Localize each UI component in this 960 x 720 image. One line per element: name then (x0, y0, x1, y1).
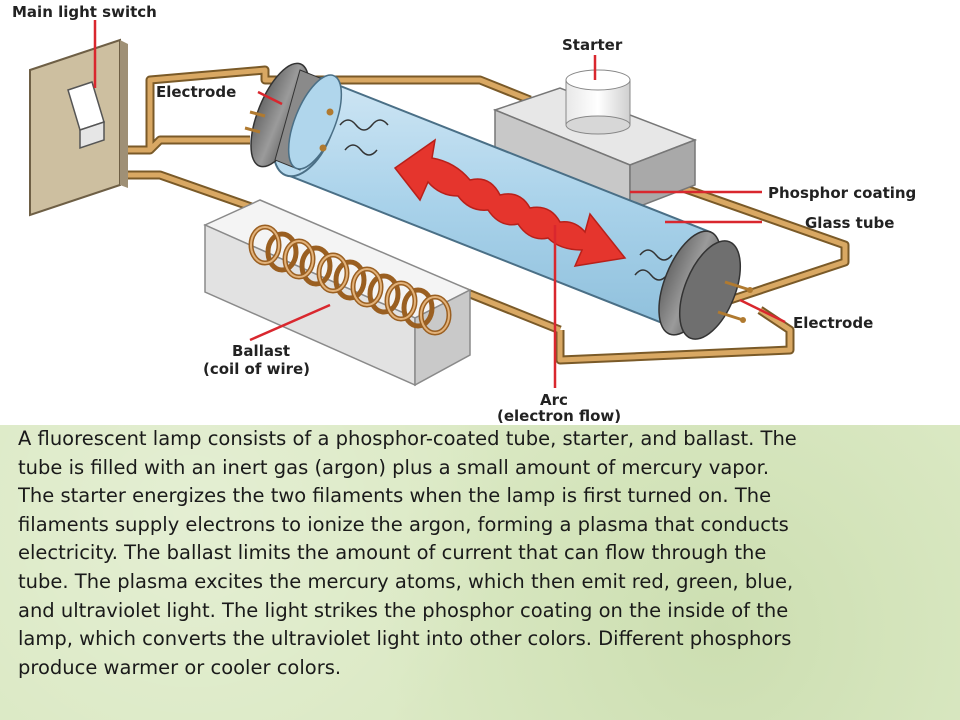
glass-tube-label: Glass tube (805, 214, 894, 232)
caption-line: produce warmer or cooler colors. (18, 655, 342, 679)
phosphor-coating-label: Phosphor coating (768, 184, 916, 202)
caption-line: tube is filled with an inert gas (argon)… (18, 455, 770, 479)
ballast-label: Ballast (232, 342, 290, 360)
electrode-right (658, 230, 753, 340)
caption-line: electricity. The ballast limits the amou… (18, 541, 767, 565)
arc-sublabel: (electron flow) (497, 407, 621, 425)
filament-left (339, 119, 389, 156)
caption-line: lamp, which converts the ultraviolet lig… (18, 627, 792, 651)
fluorescent-lamp-diagram: Main light switch Starter Electrode Phos… (0, 0, 960, 425)
main-light-switch-label: Main light switch (12, 3, 157, 21)
labels: Main light switch Starter Electrode Phos… (12, 3, 916, 425)
caption-text: A fluorescent lamp consists of a phospho… (18, 425, 960, 682)
electrode-left-label: Electrode (156, 83, 236, 101)
arc-label: Arc (540, 391, 568, 409)
main-light-switch (29, 38, 128, 217)
caption-line: The starter energizes the two filaments … (18, 484, 772, 508)
electrode-right-label: Electrode (793, 314, 873, 332)
caption-line: and ultraviolet light. The light strikes… (18, 598, 789, 622)
caption-panel: A fluorescent lamp consists of a phospho… (0, 425, 960, 720)
diagram-canvas: Main light switch Starter Electrode Phos… (12, 3, 916, 425)
ballast-sublabel: (coil of wire) (203, 360, 310, 378)
caption-line: A fluorescent lamp consists of a phospho… (18, 427, 797, 450)
caption-line: tube. The plasma excites the mercury ato… (18, 569, 794, 593)
leader-lines (93, 20, 786, 388)
starter-label: Starter (562, 36, 623, 54)
electrode-left (244, 62, 343, 171)
arc-arrow (393, 138, 627, 267)
caption-line: filaments supply electrons to ionize the… (18, 512, 789, 536)
